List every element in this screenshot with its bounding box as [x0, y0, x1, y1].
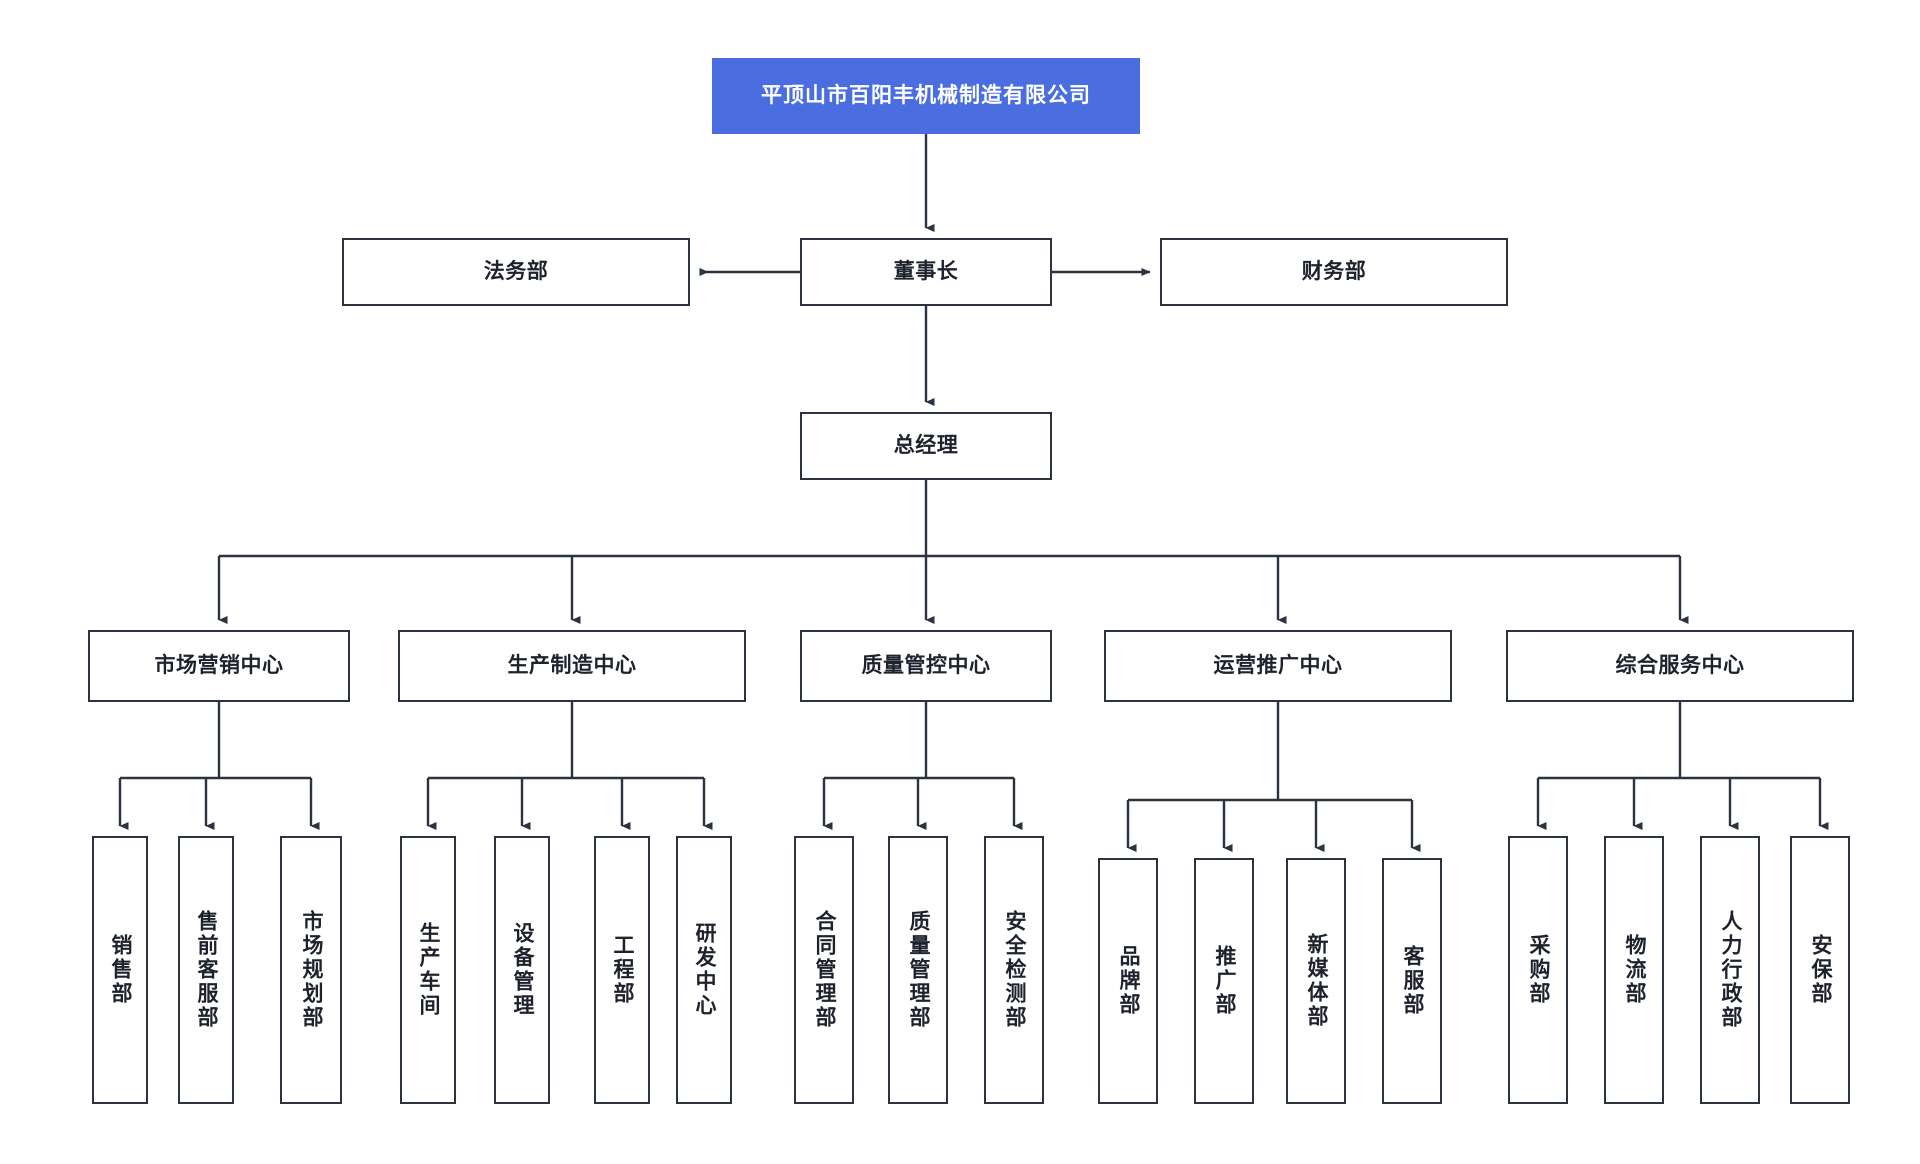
dept-node---label: 客服部 [1401, 945, 1425, 1017]
dept-node---label: 推广部 [1213, 945, 1237, 1017]
exec-node-legal[interactable]: 法务部 [342, 238, 690, 306]
dept-node--[interactable]: 安保部 [1790, 836, 1850, 1104]
dept-node--[interactable]: 物流部 [1604, 836, 1664, 1104]
dept-node--[interactable]: 新媒体部 [1286, 858, 1346, 1104]
dept-node--[interactable]: 研发中心 [676, 836, 732, 1104]
company-title-node[interactable]: 平顶山市百阳丰机械制造有限公司 [712, 58, 1140, 134]
exec-node-gm[interactable]: 总经理 [800, 412, 1052, 480]
dept-node---label: 质量管理部 [907, 910, 931, 1030]
dept-node---label: 研发中心 [693, 922, 717, 1018]
dept-node---label: 工程部 [611, 934, 635, 1006]
dept-node--[interactable]: 销售部 [92, 836, 148, 1104]
exec-node-finance-label: 财务部 [1301, 260, 1367, 284]
dept-node--[interactable]: 市场规划部 [280, 836, 342, 1104]
dept-node---label: 市场规划部 [300, 910, 324, 1030]
center-node-operations-label: 运营推广中心 [1213, 654, 1343, 678]
center-node-marketing[interactable]: 市场营销中心 [88, 630, 350, 702]
dept-node---label: 物流部 [1623, 934, 1647, 1006]
dept-node--[interactable]: 售前客服部 [178, 836, 234, 1104]
center-node-operations[interactable]: 运营推广中心 [1104, 630, 1452, 702]
center-node-quality[interactable]: 质量管控中心 [800, 630, 1052, 702]
dept-node---label: 安全检测部 [1003, 910, 1027, 1030]
dept-node---label: 生产车间 [417, 922, 441, 1018]
exec-node-finance[interactable]: 财务部 [1160, 238, 1508, 306]
dept-node---label: 售前客服部 [195, 910, 219, 1030]
exec-node-legal-label: 法务部 [483, 260, 549, 284]
dept-node--[interactable]: 品牌部 [1098, 858, 1158, 1104]
dept-node--[interactable]: 采购部 [1508, 836, 1568, 1104]
exec-node-chairman-label: 董事长 [893, 260, 959, 284]
center-node-quality-label: 质量管控中心 [861, 654, 991, 678]
company-title-node-label: 平顶山市百阳丰机械制造有限公司 [761, 84, 1091, 108]
dept-node--[interactable]: 生产车间 [400, 836, 456, 1104]
exec-node-gm-label: 总经理 [893, 434, 959, 458]
dept-node---label: 品牌部 [1117, 945, 1141, 1017]
dept-node--[interactable]: 人力行政部 [1700, 836, 1760, 1104]
dept-node---label: 安保部 [1809, 934, 1833, 1006]
center-node-manufacturing[interactable]: 生产制造中心 [398, 630, 746, 702]
center-node-services[interactable]: 综合服务中心 [1506, 630, 1854, 702]
dept-node--[interactable]: 工程部 [594, 836, 650, 1104]
dept-node---label: 合同管理部 [813, 910, 837, 1030]
dept-node---label: 销售部 [109, 934, 133, 1006]
dept-node--[interactable]: 质量管理部 [888, 836, 948, 1104]
dept-node--[interactable]: 设备管理 [494, 836, 550, 1104]
dept-node---label: 人力行政部 [1719, 910, 1743, 1030]
dept-node---label: 新媒体部 [1305, 933, 1329, 1029]
dept-node---label: 采购部 [1527, 934, 1551, 1006]
dept-node--[interactable]: 客服部 [1382, 858, 1442, 1104]
dept-node--[interactable]: 推广部 [1194, 858, 1254, 1104]
exec-node-chairman[interactable]: 董事长 [800, 238, 1052, 306]
center-node-manufacturing-label: 生产制造中心 [507, 654, 637, 678]
dept-node--[interactable]: 合同管理部 [794, 836, 854, 1104]
dept-node--[interactable]: 安全检测部 [984, 836, 1044, 1104]
center-node-services-label: 综合服务中心 [1615, 654, 1745, 678]
center-node-marketing-label: 市场营销中心 [154, 654, 284, 678]
dept-node---label: 设备管理 [511, 922, 535, 1018]
